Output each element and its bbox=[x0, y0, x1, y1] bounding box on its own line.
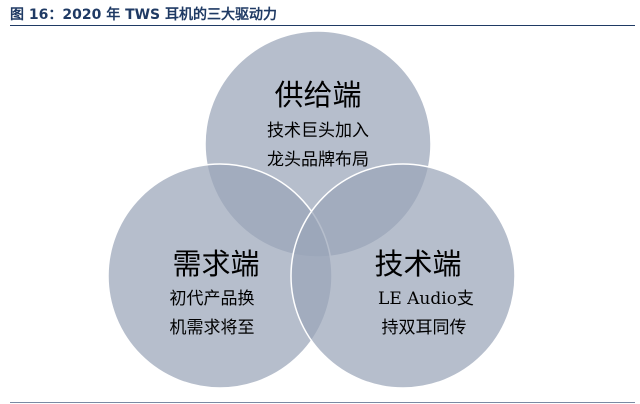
demand-heading: 需求端 bbox=[172, 247, 259, 281]
demand-group: 需求端 初代产品换 机需求将至 bbox=[170, 247, 260, 338]
tech-line-2: 持双耳同传 bbox=[382, 318, 467, 338]
supply-line-1: 技术巨头加入 bbox=[267, 121, 369, 141]
demand-line-1: 初代产品换 bbox=[170, 289, 255, 309]
bottom-divider bbox=[10, 402, 635, 403]
tech-line-1: LE Audio支 bbox=[378, 289, 474, 309]
demand-line-2: 机需求将至 bbox=[170, 318, 255, 338]
supply-group: 供给端 技术巨头加入 龙头品牌布局 bbox=[267, 78, 369, 170]
supply-line-2: 龙头品牌布局 bbox=[267, 150, 369, 170]
title-divider bbox=[10, 25, 635, 26]
tech-group: 技术端 LE Audio支 持双耳同传 bbox=[374, 247, 473, 338]
figure-title: 图 16：2020 年 TWS 耳机的三大驱动力 bbox=[10, 7, 278, 23]
tech-heading: 技术端 bbox=[374, 247, 461, 281]
tech-circle bbox=[290, 163, 516, 389]
supply-heading: 供给端 bbox=[274, 78, 361, 112]
venn-circles bbox=[107, 30, 516, 389]
